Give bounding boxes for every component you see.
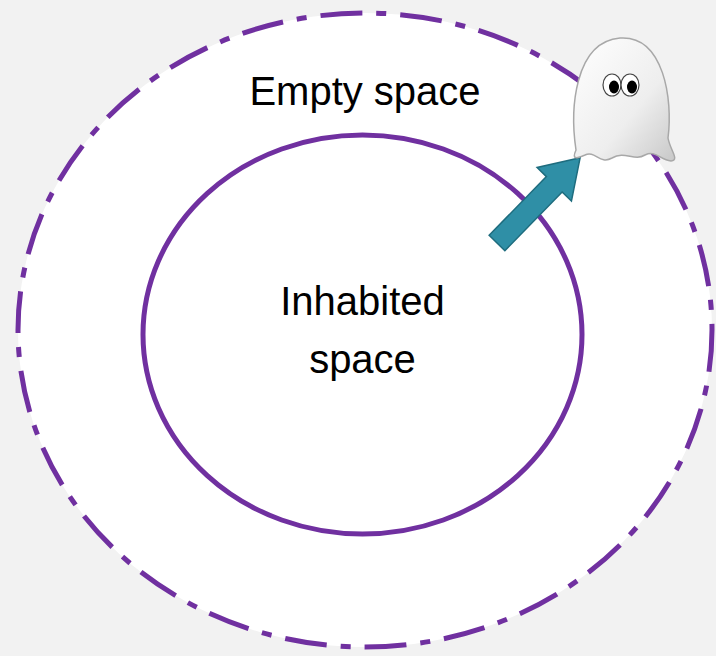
ghost-illustration xyxy=(574,38,675,161)
ghost-pupil xyxy=(609,81,619,94)
arrow-symbol xyxy=(480,141,597,260)
ghost-pupil xyxy=(627,81,637,94)
arrow-shape xyxy=(480,141,597,260)
inner-circle-node: Inhabited space xyxy=(140,132,585,537)
node-label: Inhabited space xyxy=(250,272,475,388)
circle-shape xyxy=(18,13,712,647)
circle-outline xyxy=(140,132,585,537)
ghost-body xyxy=(574,38,675,161)
node-label: Empty space xyxy=(165,62,565,120)
outer-circle-node: Empty spaceInhabited space xyxy=(15,10,715,650)
ghost-eye xyxy=(603,74,621,96)
circle-shape xyxy=(143,135,582,534)
ghost-eye xyxy=(621,74,639,96)
